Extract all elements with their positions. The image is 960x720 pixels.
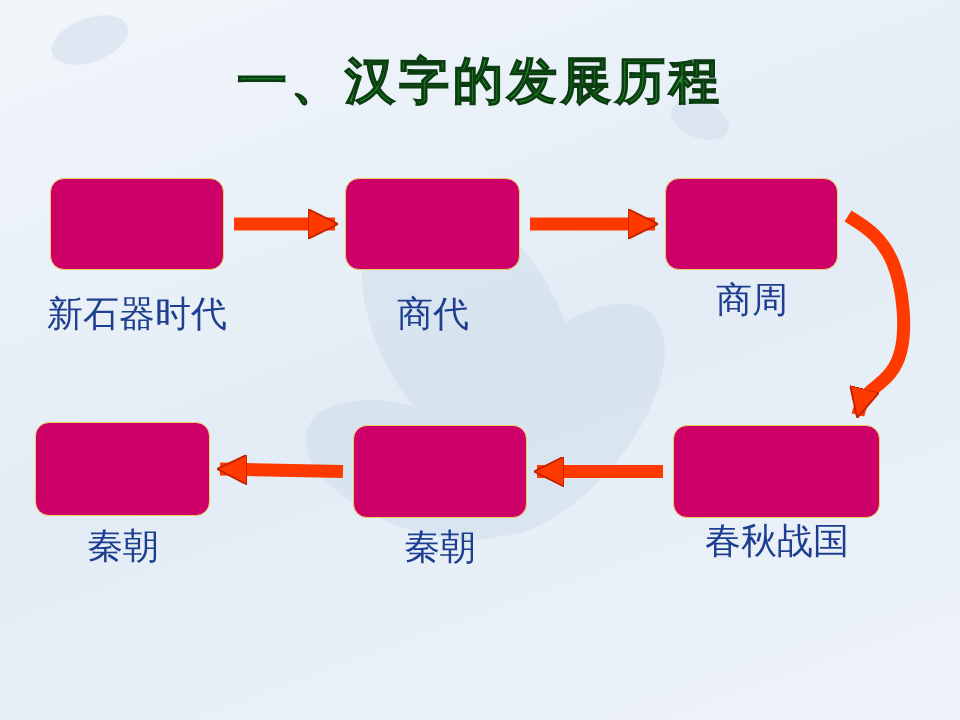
flow-arrow bbox=[537, 465, 663, 478]
period-label: 秦朝 bbox=[404, 527, 476, 567]
flow-arrow bbox=[848, 216, 904, 415]
slide-title: 一、汉字的发展历程 bbox=[0, 48, 960, 115]
period-label: 商周 bbox=[716, 280, 788, 320]
magenta-box bbox=[353, 425, 527, 518]
period-label: 秦朝 bbox=[87, 526, 159, 566]
flow-arrow bbox=[220, 469, 343, 472]
stage-box: 新石器时代 bbox=[50, 178, 224, 270]
magenta-box bbox=[35, 422, 210, 516]
period-label: 春秋战国 bbox=[705, 521, 849, 561]
stage-box: 商周 bbox=[665, 178, 838, 270]
magenta-box bbox=[50, 178, 224, 270]
flow-arrow bbox=[234, 218, 335, 231]
flow-arrow bbox=[530, 218, 655, 231]
period-label: 新石器时代 bbox=[47, 294, 227, 334]
stage-box: 秦朝 bbox=[35, 422, 210, 516]
stage-box: 春秋战国 bbox=[673, 425, 880, 518]
stage-box: 秦朝 bbox=[353, 425, 527, 518]
magenta-box bbox=[673, 425, 880, 518]
stage-box: 商代 bbox=[345, 178, 520, 270]
period-label: 商代 bbox=[397, 294, 469, 334]
magenta-box bbox=[665, 178, 838, 270]
magenta-box bbox=[345, 178, 520, 270]
